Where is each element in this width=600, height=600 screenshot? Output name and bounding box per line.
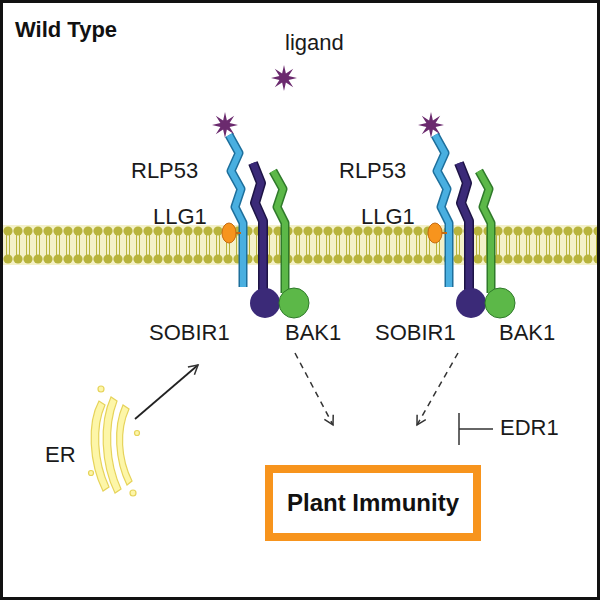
- part-label: ligand: [285, 31, 344, 55]
- part-label: SOBIR1: [375, 321, 456, 345]
- part-label: LLG1: [153, 205, 207, 229]
- box-text: Plant Immunity: [287, 489, 459, 517]
- part-label: EDR1: [500, 416, 559, 440]
- figure-title: Wild Type: [15, 17, 117, 43]
- part-label: ER: [45, 443, 76, 467]
- part-label: SOBIR1: [149, 321, 230, 345]
- part-label: BAK1: [285, 321, 341, 345]
- part-label: RLP53: [131, 159, 198, 183]
- part-label: RLP53: [339, 159, 406, 183]
- outcome-box: Plant Immunity: [265, 465, 481, 541]
- part-label: BAK1: [499, 321, 555, 345]
- part-label: LLG1: [361, 205, 415, 229]
